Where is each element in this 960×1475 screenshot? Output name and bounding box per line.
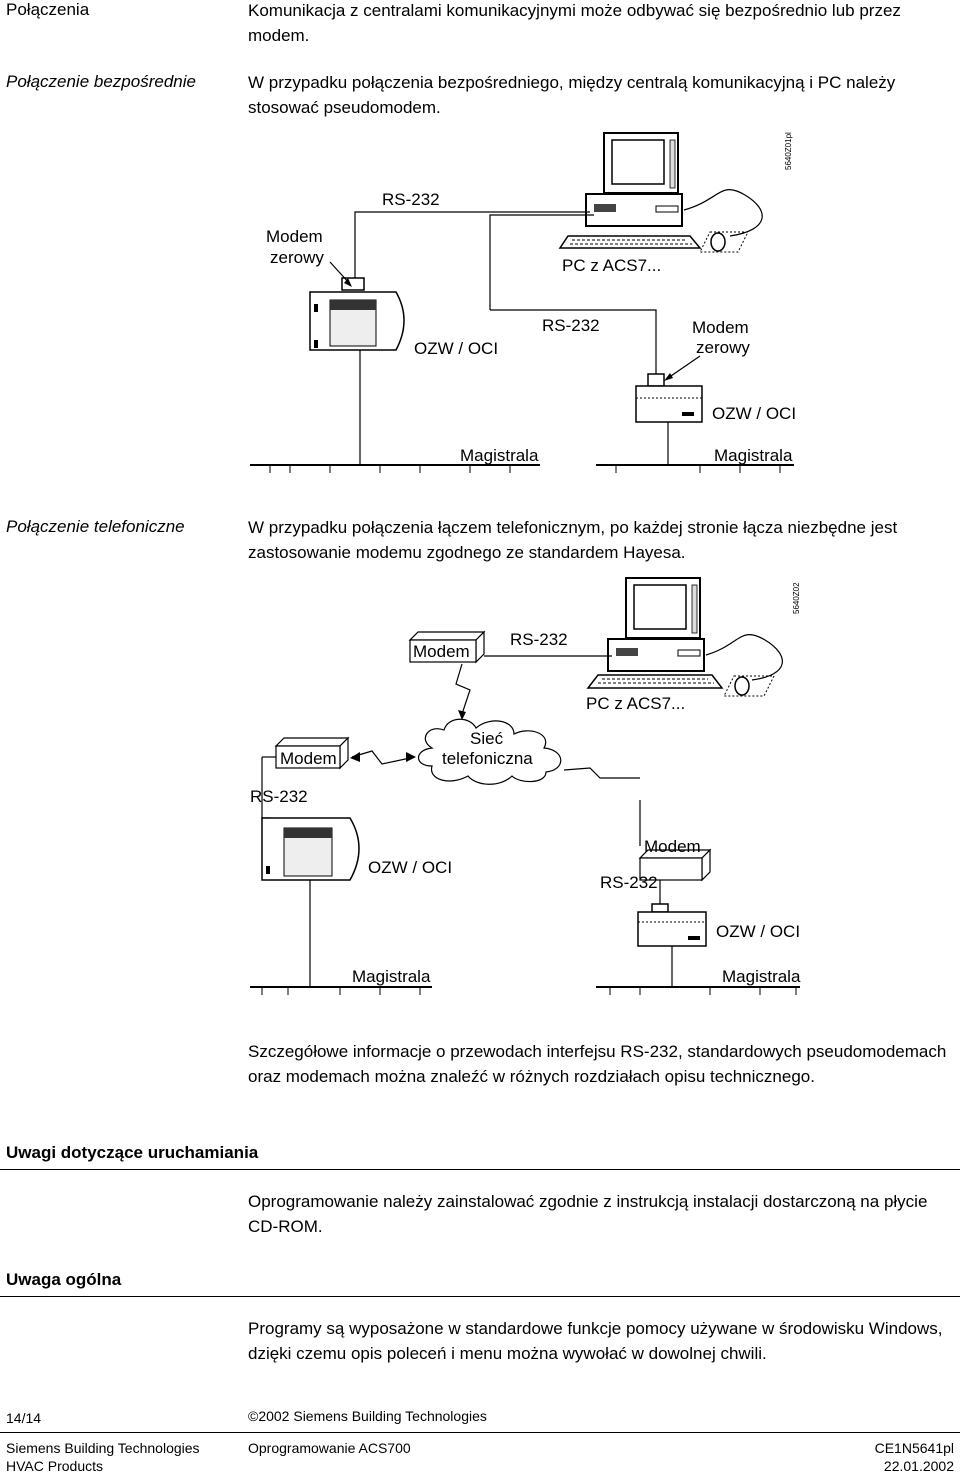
footer-division: HVAC Products bbox=[6, 1458, 103, 1474]
ozw-device-right bbox=[490, 309, 703, 423]
side-heading-direct: Połączenie bezpośrednie bbox=[6, 72, 196, 91]
label-bus-left-1: Magistrala bbox=[460, 446, 539, 465]
label-ozw-left-2: OZW / OCI bbox=[368, 858, 453, 877]
footer-date: 22.01.2002 bbox=[883, 1458, 954, 1474]
heading-startup: Uwagi dotyczące uruchamiania bbox=[6, 1143, 259, 1162]
label-ozw-right-2: OZW / OCI bbox=[716, 922, 801, 941]
pc-icon bbox=[558, 132, 763, 253]
bus-left-2 bbox=[250, 880, 432, 995]
label-pc-1: PC z ACS7... bbox=[562, 256, 662, 275]
divider-general bbox=[0, 1296, 960, 1297]
copyright: ©2002 Siemens Building Technologies bbox=[248, 1408, 487, 1424]
label-bus-right-1: Magistrala bbox=[714, 446, 793, 465]
page-number: 14/14 bbox=[6, 1410, 42, 1426]
cloud-icon bbox=[417, 718, 562, 785]
label-pc-2: PC z ACS7... bbox=[586, 694, 686, 713]
label-rs232-left: RS-232 bbox=[250, 787, 308, 806]
paragraph-general: Programy są wyposażone w standardowe fun… bbox=[248, 1319, 943, 1363]
label-modem-right: Modem bbox=[644, 837, 701, 856]
label-rs232-mid: RS-232 bbox=[542, 316, 600, 335]
side-heading-connections: Połączenia bbox=[6, 0, 90, 19]
footer-doc-id: CE1N5641pl bbox=[874, 1440, 954, 1456]
paragraph-direct: W przypadku połączenia bezpośredniego, m… bbox=[248, 73, 896, 117]
paragraph-details: Szczegółowe informacje o przewodach inte… bbox=[248, 1042, 947, 1086]
label-modem-left: Modem bbox=[280, 749, 337, 768]
label-rs232-top-2: RS-232 bbox=[510, 630, 568, 649]
label-bus-left-2: Magistrala bbox=[352, 967, 431, 986]
footer-divider bbox=[0, 1432, 960, 1433]
label-null-modem-right-2: zerowy bbox=[696, 338, 750, 357]
bus-left bbox=[250, 350, 540, 473]
direct-connection-diagram bbox=[250, 132, 794, 473]
label-rs232-right: RS-232 bbox=[600, 873, 658, 892]
label-null-modem-left-2: zerowy bbox=[270, 248, 324, 267]
ozw-device-left bbox=[309, 277, 405, 351]
modem-left bbox=[261, 736, 350, 819]
divider-startup bbox=[0, 1169, 960, 1170]
label-ozw-left-1: OZW / OCI bbox=[414, 339, 499, 358]
label-rs232-top: RS-232 bbox=[382, 190, 440, 209]
heading-general: Uwaga ogólna bbox=[6, 1270, 122, 1289]
figure-code-1: 5640Z01pl bbox=[784, 132, 793, 170]
label-bus-right-2: Magistrala bbox=[722, 967, 801, 986]
paragraph-startup: Oprogramowanie należy zainstalować zgodn… bbox=[248, 1192, 928, 1236]
figure-code-2: 5640Z02 bbox=[792, 582, 801, 614]
label-network-1: Sieć bbox=[470, 729, 504, 748]
footer-company: Siemens Building Technologies bbox=[6, 1440, 200, 1456]
label-ozw-right-1: OZW / OCI bbox=[712, 404, 797, 423]
modem-right bbox=[638, 800, 712, 904]
phone-connection-diagram bbox=[250, 577, 800, 995]
bus-right bbox=[596, 422, 794, 473]
side-heading-phone: Połączenie telefoniczne bbox=[6, 517, 185, 536]
ozw-device-right-2 bbox=[637, 903, 707, 947]
pc-icon-2 bbox=[586, 577, 783, 697]
label-null-modem-left-1: Modem bbox=[266, 227, 323, 246]
label-null-modem-right-1: Modem bbox=[692, 318, 749, 337]
rs232-cable-mid bbox=[489, 214, 594, 310]
paragraph-phone: W przypadku połączenia łączem telefonicz… bbox=[248, 518, 898, 562]
bus-right-2 bbox=[596, 946, 800, 995]
ozw-device-left-2 bbox=[261, 817, 360, 881]
modem-top bbox=[408, 630, 612, 664]
rs232-cable-top bbox=[354, 211, 590, 280]
footer-product: Oprogramowanie ACS700 bbox=[248, 1440, 411, 1456]
label-modem-top: Modem bbox=[413, 642, 470, 661]
paragraph-connections: Komunikacja z centralami komunikacyjnymi… bbox=[248, 1, 901, 45]
label-network-2: telefoniczna bbox=[442, 749, 533, 768]
